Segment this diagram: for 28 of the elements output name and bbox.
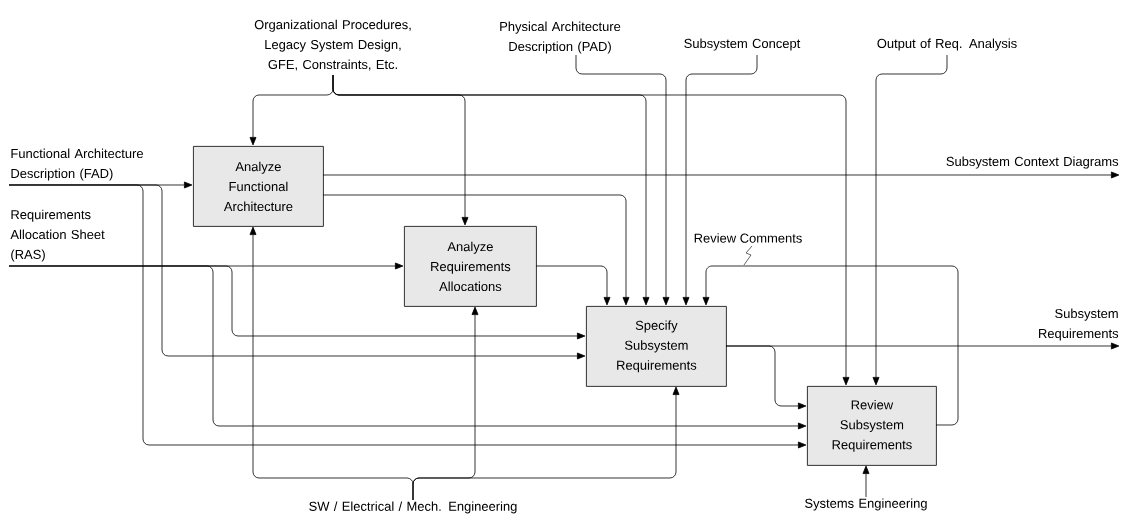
arrow — [725, 345, 807, 410]
process-box: Analyze Functional Architecture — [193, 146, 324, 227]
edge-label: Review Comments — [694, 233, 802, 243]
flow-label: Systems Engineering — [805, 498, 927, 511]
process-box: Specify Subsystem Requirements — [586, 306, 727, 387]
flow-label: Subsystem Concept — [684, 38, 801, 51]
arrow — [8, 184, 807, 449]
flow-label: Physical Architecture Description (PAD) — [500, 21, 621, 54]
arrow — [682, 54, 758, 306]
arrow — [872, 54, 948, 386]
arrow — [575, 54, 670, 306]
flow-label: Subsystem Requirements — [1039, 308, 1119, 341]
arrow — [702, 265, 959, 426]
process-box: Analyze Requirements Allocations — [404, 226, 537, 307]
arrow — [8, 265, 807, 430]
arrow — [412, 386, 680, 501]
arrow — [322, 194, 630, 306]
flow-label: Requirements Allocation Sheet (RAS) — [10, 209, 105, 262]
flow-label: Output of Req. Analysis — [877, 38, 1017, 51]
arrow — [332, 74, 850, 386]
flow-label: Functional Architecture Description (FAD) — [11, 148, 143, 181]
arrow — [322, 171, 1120, 179]
process-box: Review Subsystem Requirements — [807, 386, 937, 466]
flow-label: SW / Electrical / Mech. Engineering — [309, 501, 517, 514]
arrow — [862, 465, 870, 498]
arrow — [535, 265, 611, 306]
flow-label: Subsystem Context Diagrams — [946, 156, 1119, 169]
flow-label: Organizational Procedures, Legacy System Design, GFE, Constraints, Etc. — [254, 19, 411, 71]
